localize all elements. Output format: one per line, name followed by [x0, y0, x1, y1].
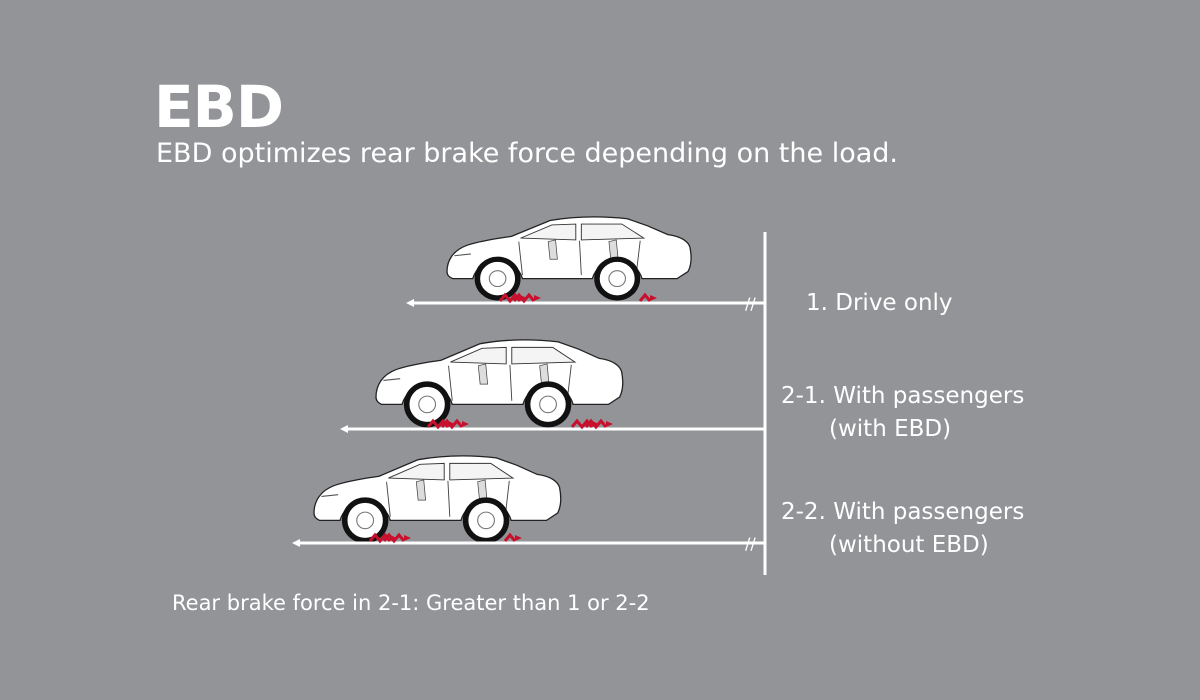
car-drive-only — [447, 217, 691, 298]
scenario-text: With passengers — [833, 499, 1025, 525]
car-without-ebd — [314, 456, 561, 541]
footnote: Rear brake force in 2-1: Greater than 1 … — [172, 591, 650, 615]
rear-brake-force-3 — [503, 533, 524, 543]
svg-text://: // — [745, 294, 756, 313]
scenario-text: Drive only — [835, 290, 953, 316]
scenario-subtext: (with EBD) — [829, 416, 952, 442]
scenario-subtext: (without EBD) — [829, 532, 989, 558]
page-title: EBD — [154, 73, 284, 141]
scenario-label-without-ebd: 2-2. With passengers (without EBD) — [781, 496, 1024, 562]
front-brake-force-1 — [498, 293, 543, 303]
scenario-text: With passengers — [833, 383, 1025, 409]
scenario-number: 2-2. — [781, 499, 826, 525]
rear-brake-force-2 — [570, 419, 615, 429]
scenario-number: 2-1. — [781, 383, 826, 409]
rear-brake-force-1 — [638, 293, 659, 303]
scenario-label-with-ebd: 2-1. With passengers (with EBD) — [781, 380, 1024, 446]
car-with-ebd — [376, 340, 623, 425]
scenario-number: 1. — [806, 290, 828, 316]
scenario-label-drive-only: 1. Drive only — [806, 287, 953, 320]
page-subtitle: EBD optimizes rear brake force depending… — [156, 138, 898, 169]
svg-text://: // — [745, 534, 756, 553]
